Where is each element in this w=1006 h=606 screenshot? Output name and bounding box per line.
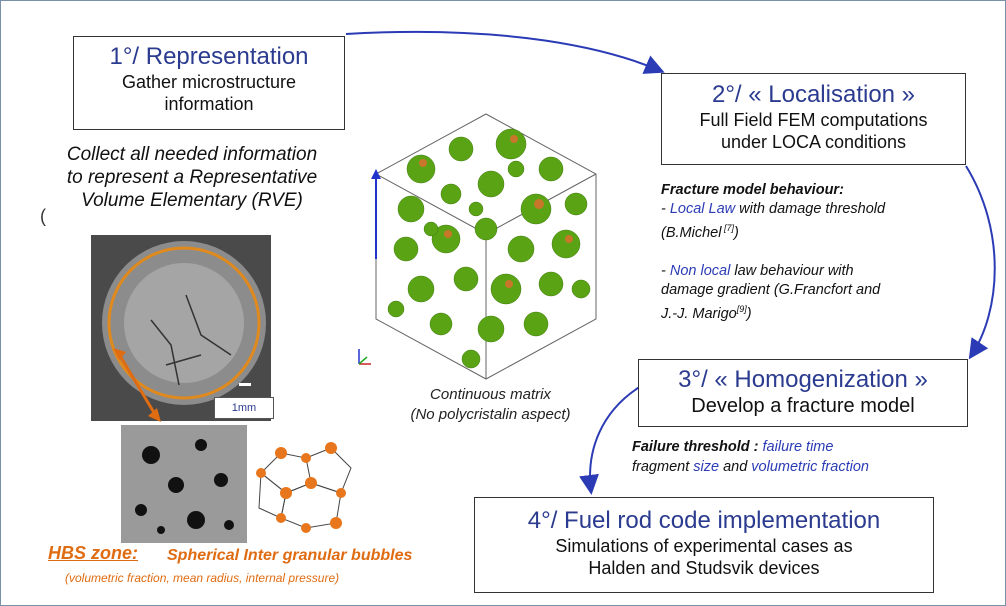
caption-line1: Continuous matrix <box>430 386 551 403</box>
collect-line2: to represent a Representative <box>66 167 318 188</box>
b2-rest: law behaviour with <box>730 262 854 279</box>
step4-box: 4°/ Fuel rod code implementation Simulat… <box>474 497 934 593</box>
b2-ref: [9] <box>736 303 747 314</box>
fracture-bullet1: - Local Law with damage threshold <box>661 200 981 219</box>
step4-line1: Simulations of experimental cases as <box>555 536 853 556</box>
b1-close: ) <box>733 224 739 241</box>
failure-line2: fragment size and volumetric fraction <box>632 457 972 477</box>
local-law: Local Law <box>669 201 736 217</box>
b2-line3-row: J.-J. Marigo[9]) <box>661 300 981 324</box>
b2-line3: J.-J. Marigo <box>661 305 737 322</box>
fracture-bullet1-cite: (B.Michel [7]) <box>661 219 981 243</box>
failure-time: failure time <box>758 439 834 455</box>
failure-block: Failure threshold : failure time fragmen… <box>632 437 972 477</box>
step2-title: 2°/ « Localisation » <box>711 81 916 108</box>
step2-line2: under LOCA conditions <box>720 132 907 152</box>
b1-rest: with damage threshold <box>735 201 886 217</box>
b2-close: ) <box>746 305 752 322</box>
failure-label: Failure threshold : <box>632 439 759 455</box>
arrow-2-to-3 <box>965 165 996 360</box>
step3-box: 3°/ « Homogenization » Develop a fractur… <box>638 359 968 427</box>
step4-title: 4°/ Fuel rod code implementation <box>527 507 881 534</box>
non-local: Non local <box>669 262 731 279</box>
collect-line1: Collect all needed information <box>66 144 318 165</box>
step3-line1: Develop a fracture model <box>691 395 915 417</box>
arrow-1-to-2 <box>345 30 665 74</box>
and-text: and <box>719 459 752 475</box>
collect-text: Collect all needed information to repres… <box>27 143 357 212</box>
hbs-micrograph <box>121 425 247 543</box>
caption-line2: (No polycristalin aspect) <box>410 406 571 423</box>
pellet-image <box>102 241 266 405</box>
zoom-arrow <box>113 348 161 422</box>
fracture-heading: Fracture model behaviour: <box>661 182 844 198</box>
volfrac-text: volumetric fraction <box>751 459 869 475</box>
collect-line3: Volume Elementary (RVE) <box>81 190 303 211</box>
b1-ref: [7] <box>721 223 734 233</box>
stray-paren: ( <box>40 206 46 226</box>
pellet-micrograph <box>91 235 271 421</box>
failure-line1: Failure threshold : failure time <box>632 437 972 457</box>
hbs-params: (volumetric fraction, mean radius, inter… <box>65 571 340 585</box>
step3-title: 3°/ « Homogenization » <box>678 366 928 393</box>
hbs-bubbles: Spherical Inter granular bubbles <box>167 547 413 564</box>
scale-label: 1mm <box>214 397 274 419</box>
size-text: size <box>693 459 720 475</box>
b2-line2: damage gradient (G.Francfort and <box>661 281 881 298</box>
step1-title: 1°/ Representation <box>109 43 309 70</box>
rve-render <box>358 113 597 380</box>
step1-line2: information <box>164 94 254 114</box>
step4-line2: Halden and Studsvik devices <box>588 558 820 578</box>
b1-cite: (B.Michel <box>661 224 722 241</box>
fracture-bullet2: - Non local law behaviour with <box>661 262 981 281</box>
hbs-image <box>135 439 234 534</box>
step2-box: 2°/ « Localisation » Full Field FEM comp… <box>661 73 966 165</box>
fragment-text: fragment <box>632 459 694 475</box>
step2-line1: Full Field FEM computations <box>699 110 928 130</box>
arrow-3-to-4 <box>579 385 642 495</box>
fracture-block: Fracture model behaviour: - Local Law wi… <box>661 181 981 324</box>
render-caption: Continuous matrix (No polycristalin aspe… <box>378 385 603 425</box>
grain-schematic <box>256 442 352 533</box>
hbs-label: HBS zone: <box>48 543 138 563</box>
step1-line1: Gather microstructure <box>121 72 297 92</box>
b1-prefix: - <box>661 201 670 217</box>
b2-prefix: - <box>661 262 670 279</box>
step1-box: 1°/ Representation Gather microstructure… <box>73 36 345 130</box>
